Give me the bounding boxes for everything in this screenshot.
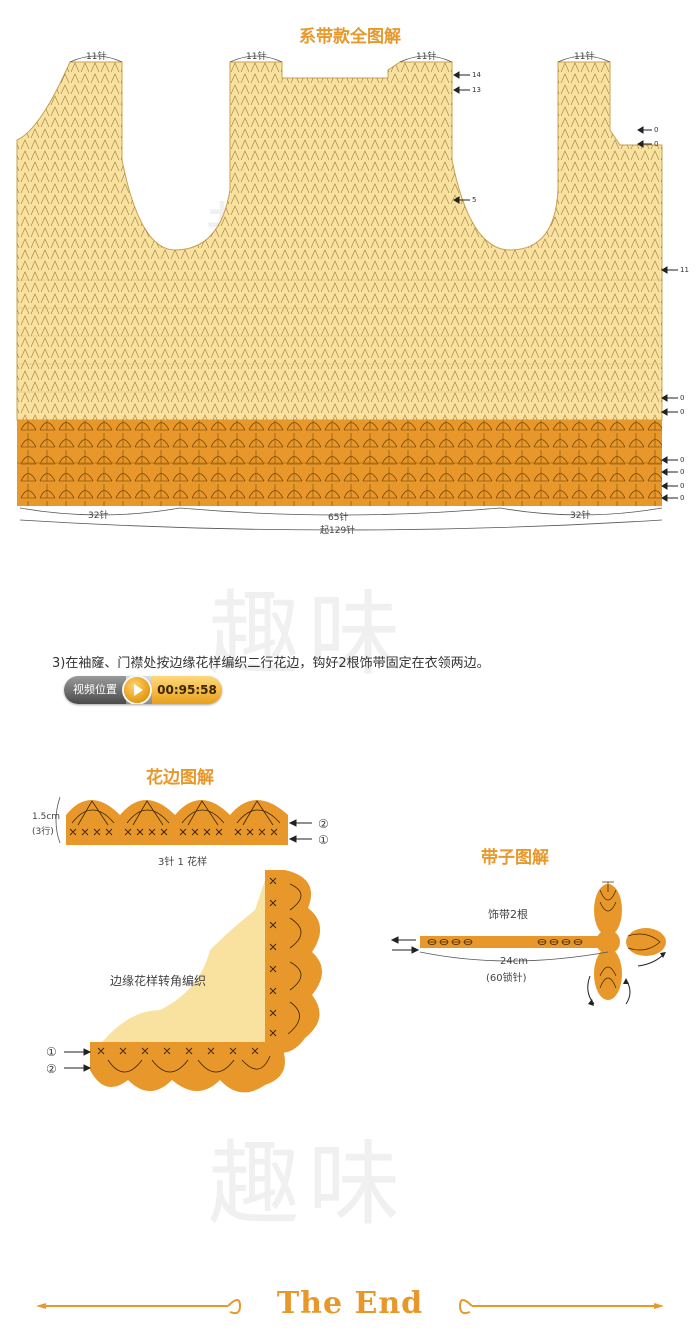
row-label-5: 5	[472, 196, 477, 204]
edge-pattern-note: 3针 1 花样	[158, 857, 208, 868]
watermark-middle: 趣味	[208, 560, 408, 693]
video-label: 视频位置	[64, 676, 126, 704]
row-label-11: 11	[680, 266, 689, 274]
tie-strip	[420, 936, 608, 948]
edge-pattern-diagram	[55, 796, 312, 845]
watermark-bottom: 趣味	[208, 1110, 408, 1243]
row-label-13: 13	[472, 86, 481, 94]
stitch-label-bottom-mid: 65针	[328, 513, 349, 523]
row-label-o7: 0	[680, 482, 685, 490]
corner-marker-2: ②	[46, 1062, 57, 1076]
tie-chain: (60锁针)	[486, 973, 527, 984]
instruction-caption: 3)在袖窿、门襟处按边缘花样编织二行花边，钩好2根饰带固定在衣领两边。	[52, 656, 490, 671]
stitch-label-bottom-right: 32针	[570, 511, 591, 521]
stitch-label-top-3: 11针	[416, 52, 437, 62]
tie-label: 饰带2根	[488, 908, 528, 921]
stitch-label-top-2: 11针	[246, 52, 267, 62]
stitch-label-total: 起129针	[320, 526, 356, 536]
row-label-o2: 0	[654, 140, 659, 148]
corner-border	[265, 870, 322, 1054]
row-lines	[17, 279, 662, 393]
petal-right	[626, 928, 666, 956]
tie-diagram	[390, 881, 666, 1006]
stitch-label-bottom-left: 32针	[88, 511, 109, 521]
stitch-label-top-4: 11针	[574, 52, 595, 62]
edge-marker-2: ②	[318, 817, 329, 831]
row-label-o4: 0	[680, 408, 685, 416]
the-end-text: The End	[276, 1286, 424, 1321]
end-divider	[36, 1299, 664, 1315]
petal-top	[594, 884, 622, 936]
tie-length: 24cm	[500, 956, 528, 967]
corner-marker-1: ①	[46, 1045, 57, 1059]
main-diagram-title: 系带款全图解	[299, 27, 401, 47]
row-label-o8: 0	[680, 494, 685, 502]
main-knitting-diagram	[16, 55, 678, 531]
watermark-middle-text: 趣味	[208, 581, 409, 688]
corner-arrows	[64, 1048, 92, 1072]
tie-diagram-title: 带子图解	[481, 848, 549, 868]
row-label-o3: 0	[680, 394, 685, 402]
corner-border-bottom	[90, 1042, 285, 1093]
stitch-label-top-1: 11针	[86, 52, 107, 62]
row-label-o6: 0	[680, 468, 685, 476]
edge-diagram-title: 花边图解	[146, 768, 214, 788]
petal-bottom	[594, 948, 622, 1000]
edge-rows: (3行)	[32, 827, 54, 837]
play-icon[interactable]	[124, 677, 150, 703]
row-label-o1: 0	[654, 126, 659, 134]
corner-diagram	[90, 870, 322, 1093]
edge-scallops	[66, 800, 288, 845]
row-label-14: 14	[472, 71, 481, 79]
corner-label: 边缘花样转角编织	[110, 974, 207, 988]
petal-center	[596, 930, 620, 954]
video-time: 00:95:58	[152, 676, 222, 704]
corner-light-fill	[102, 880, 265, 1042]
row-label-o5: 0	[680, 456, 685, 464]
video-position-button[interactable]: 视频位置 00:95:58	[64, 676, 222, 704]
edge-height: 1.5cm	[32, 812, 61, 822]
watermark-bottom-text: 趣味	[208, 1131, 409, 1238]
edge-marker-1: ①	[318, 833, 329, 847]
